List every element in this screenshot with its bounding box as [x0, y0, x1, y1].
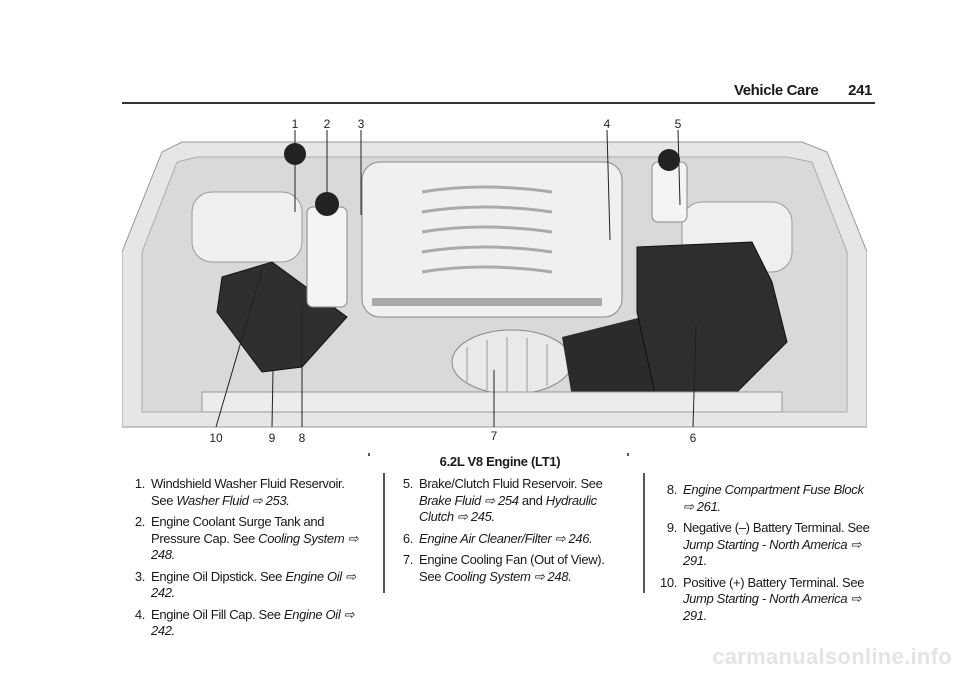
- item-number: 8.: [666, 482, 678, 497]
- cross-reference-link[interactable]: ⇨ 248.: [151, 530, 359, 563]
- callout-6: 6: [690, 431, 697, 445]
- figure-caption: 6.2L V8 Engine (LT1): [439, 454, 561, 469]
- item-description: Positive (+) Battery Terminal. See: [683, 574, 865, 590]
- legend-column-3: 8. Engine Compartment Fuse Block ⇨ 261. 9.…: [643, 473, 875, 623]
- section-title: Vehicle Care: [733, 82, 819, 99]
- header-rule: [122, 102, 875, 104]
- running-header: Vehicle Care 241: [734, 82, 872, 99]
- legend-item: 5. Brake/Clutch Fluid Reservoir. See Brak…: [391, 476, 621, 526]
- item-number: 10.: [659, 574, 677, 590]
- legend-item: 8. Engine Compartment Fuse Block ⇨ 261.: [655, 482, 875, 515]
- legend-item: 1. Windshield Washer Fluid Reservoir. See…: [123, 476, 363, 509]
- legend-column-2: 5. Brake/Clutch Fluid Reservoir. See Brak…: [383, 473, 621, 593]
- cross-reference-link[interactable]: Engine Compartment Fuse Block ⇨ 261.: [683, 482, 864, 514]
- item-text: Positive (+) Battery Terminal. See Jump …: [683, 575, 875, 625]
- item-text: Engine Oil Fill Cap. See Engine Oil ⇨ 24…: [151, 607, 363, 640]
- cross-reference-link[interactable]: Hydraulic Clutch ⇨ 245.: [419, 492, 597, 525]
- item-text: Brake/Clutch Fluid Reservoir. See Brake …: [419, 476, 621, 526]
- legend-item: 10. Positive (+) Battery Terminal. See Ju…: [655, 575, 875, 625]
- callout-1: 1: [292, 117, 299, 131]
- callout-8: 8: [299, 431, 306, 445]
- item-text: Negative (–) Battery Terminal. See Jump …: [683, 520, 875, 570]
- item-description: Engine Oil Dipstick. See: [151, 568, 286, 584]
- legend-item: 7. Engine Cooling Fan (Out of View). See …: [391, 552, 621, 585]
- item-text: Engine Oil Dipstick. See Engine Oil ⇨ 24…: [151, 569, 363, 602]
- callout-5: 5: [675, 117, 682, 131]
- cross-reference-link[interactable]: Washer Fluid: [176, 492, 249, 508]
- item-text: Windshield Washer Fluid Reservoir. See W…: [151, 476, 363, 509]
- legend-item: 2. Engine Coolant Surge Tank and Pressure…: [123, 514, 363, 564]
- item-number: 9.: [666, 520, 678, 535]
- cross-reference-link[interactable]: ⇨ 242.: [151, 568, 356, 601]
- item-number: 6.: [402, 530, 414, 546]
- callout-2: 2: [324, 117, 331, 131]
- cross-reference-link[interactable]: Engine Oil: [285, 568, 342, 584]
- cross-reference-link[interactable]: Cooling System ⇨ 248.: [444, 568, 572, 584]
- item-description: and: [518, 492, 546, 508]
- item-number: 2.: [134, 514, 146, 529]
- item-description: Windshield Washer Fluid Reservoir. See: [151, 476, 345, 508]
- item-number: 4.: [134, 606, 146, 622]
- callout-9: 9: [269, 431, 276, 445]
- item-description: Negative (–) Battery Terminal. See: [683, 520, 870, 535]
- engine-bay-drawing: [122, 141, 867, 428]
- item-description: Engine Cooling Fan (Out of View). See: [419, 552, 605, 584]
- engine-compartment-illustration: 1 2 3 4 5 6 7 8 9 10: [122, 117, 867, 445]
- cross-reference-link[interactable]: Brake Fluid ⇨ 254: [419, 492, 519, 508]
- tick-mark: [627, 453, 629, 456]
- callout-lines: [215, 129, 697, 428]
- callout-10: 10: [209, 431, 223, 445]
- cross-reference-link[interactable]: Engine Oil: [283, 606, 341, 622]
- legend-column-1: 1. Windshield Washer Fluid Reservoir. See…: [123, 476, 363, 645]
- item-text: Engine Coolant Surge Tank and Pressure C…: [151, 514, 363, 564]
- callout-7: 7: [491, 429, 498, 443]
- callout-3: 3: [358, 117, 365, 131]
- cross-reference-link[interactable]: Jump Starting - North America ⇨ 291.: [683, 591, 862, 623]
- item-text: Engine Cooling Fan (Out of View). See Co…: [419, 552, 621, 585]
- item-number: 3.: [134, 568, 146, 584]
- item-description: Brake/Clutch Fluid Reservoir. See: [419, 476, 603, 491]
- item-number: 5.: [402, 476, 414, 491]
- item-description: Engine Coolant Surge Tank and Pressure C…: [151, 514, 325, 546]
- item-number: 7.: [402, 552, 414, 567]
- cross-reference-link[interactable]: Engine Air Cleaner/Filter ⇨ 246.: [419, 530, 593, 546]
- item-text: Engine Air Cleaner/Filter ⇨ 246.: [419, 530, 593, 548]
- cross-reference-link[interactable]: Cooling System: [258, 530, 345, 546]
- page-number: 241: [848, 82, 872, 99]
- item-number: 1.: [134, 476, 146, 491]
- tick-mark: [368, 453, 370, 456]
- cross-reference-link[interactable]: Jump Starting - North America ⇨ 291.: [683, 536, 862, 569]
- legend-item: 4. Engine Oil Fill Cap. See Engine Oil ⇨ …: [123, 607, 363, 640]
- cross-reference-link[interactable]: ⇨ 253.: [248, 492, 290, 508]
- legend-item: 6. Engine Air Cleaner/Filter ⇨ 246.: [391, 531, 621, 548]
- item-text: Engine Compartment Fuse Block ⇨ 261.: [683, 482, 875, 515]
- cross-reference-link[interactable]: ⇨ 242.: [151, 606, 355, 639]
- legend-item: 9. Negative (–) Battery Terminal. See Jum…: [655, 520, 875, 570]
- callout-4: 4: [604, 117, 611, 131]
- item-description: Engine Oil Fill Cap. See: [151, 606, 284, 622]
- watermark: carmanualsonline.info: [712, 644, 952, 669]
- legend-item: 3. Engine Oil Dipstick. See Engine Oil ⇨ …: [123, 569, 363, 602]
